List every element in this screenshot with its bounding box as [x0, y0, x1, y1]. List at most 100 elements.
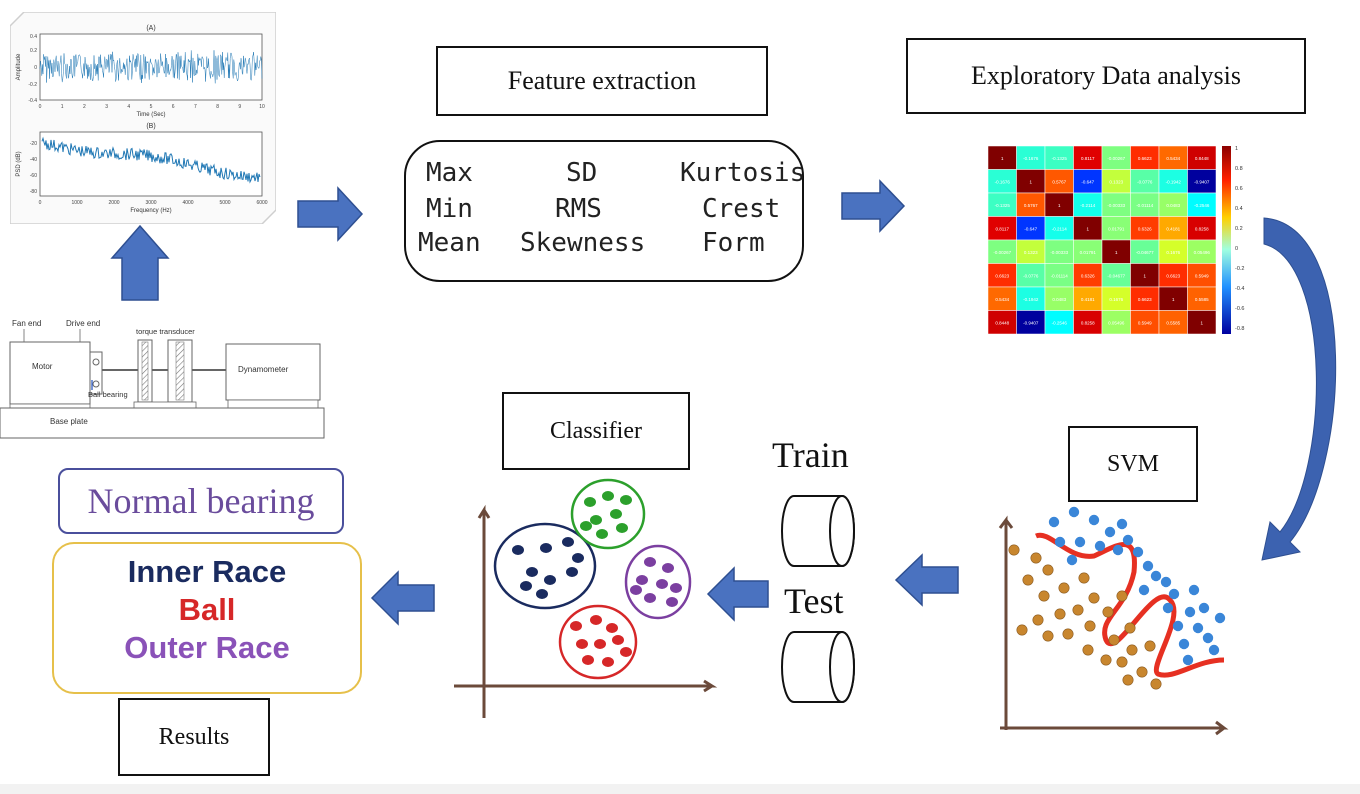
psd-trace — [41, 136, 261, 184]
feature-list-box — [404, 140, 804, 282]
heatmap-cell — [1187, 310, 1217, 335]
feature-form: Form — [702, 228, 765, 258]
cluster-point-purple — [644, 593, 656, 603]
svm-point-blue — [1214, 612, 1226, 624]
svm-point-orange — [1100, 654, 1112, 666]
classifier-title: Classifier — [550, 417, 642, 444]
colorbar-tick: 0 — [1235, 246, 1238, 252]
feature-extraction-label-box: Feature extraction — [436, 46, 768, 116]
svg-text:-40: -40 — [30, 157, 37, 163]
feature-skewness: Skewness — [520, 228, 646, 258]
heatmap-cell-value: -0.2114 — [1080, 203, 1095, 208]
svm-point-orange — [1126, 644, 1138, 656]
cluster-point-green — [596, 529, 608, 539]
train-database-icon — [781, 495, 855, 567]
svm-point-blue — [1132, 546, 1144, 558]
heatmap-cell-value: 1 — [1001, 156, 1004, 161]
top-xtick: 2 — [83, 104, 86, 110]
cluster-point-green — [602, 491, 614, 501]
svm-point-orange — [1032, 614, 1044, 626]
feature-min: Min — [426, 194, 473, 224]
colorbar-tick: 1 — [1235, 146, 1238, 152]
svm-point-orange — [1124, 622, 1136, 634]
dynamometer-label: Dynamometer — [238, 365, 289, 374]
svm-plot — [998, 500, 1234, 736]
top-xtick: 10 — [259, 104, 265, 110]
heatmap-cell-value: 0.5585 — [1195, 297, 1209, 302]
bottom-panel-xlabel: Frequency (Hz) — [130, 208, 171, 214]
svm-point-blue — [1066, 554, 1078, 566]
heatmap-cell-value: 0.1323 — [1109, 179, 1123, 184]
heatmap-cell-value: 0.01791 — [1108, 226, 1125, 231]
fan-end-label: Fan end — [12, 319, 41, 328]
bottom-panel-frame — [39, 131, 263, 197]
heatmap-cell-value: -0.647 — [1081, 179, 1094, 184]
heatmap-cell-value: 0.8117 — [996, 226, 1010, 231]
svm-point-blue — [1048, 516, 1060, 528]
cluster-point-purple — [656, 579, 668, 589]
svg-text:-80: -80 — [30, 189, 37, 195]
cluster-point-navy — [544, 575, 556, 585]
colorbar-tick: 0.6 — [1235, 186, 1243, 192]
inner-race-text: Inner Race — [127, 554, 287, 589]
svm-point-blue — [1122, 534, 1134, 546]
svm-point-orange — [1008, 544, 1020, 556]
colorbar-tick: 0.2 — [1235, 226, 1243, 232]
results-title: Results — [158, 723, 230, 750]
motor-label: Motor — [32, 362, 53, 371]
arrow-left-icon-2 — [706, 566, 769, 622]
svm-point-orange — [1042, 564, 1054, 576]
cluster-point-red — [594, 639, 606, 649]
svm-point-blue — [1162, 602, 1174, 614]
svm-point-orange — [1144, 640, 1156, 652]
top-panel-xlabel: Time (Sec) — [136, 112, 165, 118]
cluster-point-navy — [562, 537, 574, 547]
top-xtick: 1 — [61, 104, 64, 110]
cluster-point-red — [582, 655, 594, 665]
heatmap-cell-value: 0.8258 — [1195, 226, 1209, 231]
test-database-icon — [781, 631, 855, 703]
svm-point-orange — [1084, 620, 1096, 632]
bottom-xtick: 1000 — [71, 200, 82, 206]
svm-label-box: SVM — [1068, 426, 1198, 502]
heatmap-cell-value: 0.01791 — [1080, 250, 1097, 255]
heatmap-cell-value: 0.5949 — [1138, 320, 1152, 325]
svm-point-blue — [1168, 588, 1180, 600]
bottom-panel-title: (B) — [146, 123, 155, 130]
results-label-box: Results — [118, 698, 270, 776]
cluster-point-red — [602, 657, 614, 667]
heatmap-cell-value: 0.5434 — [995, 297, 1009, 302]
svm-point-blue — [1188, 584, 1200, 596]
svm-point-orange — [1136, 666, 1148, 678]
heatmap-cell-value: 0.4181 — [1081, 297, 1095, 302]
svm-point-blue — [1104, 526, 1116, 538]
heatmap-cell-value: 0.05496 — [1194, 250, 1211, 255]
svm-svg — [998, 506, 1229, 736]
svm-point-orange — [1108, 634, 1120, 646]
bottom-xtick: 2000 — [108, 200, 119, 206]
svm-point-blue — [1192, 622, 1204, 634]
bottom-yticks: -20 -40 -60 -80 — [30, 141, 37, 195]
cluster-point-purple — [630, 585, 642, 595]
cluster-green — [570, 478, 646, 550]
base-plate-label: Base plate — [50, 417, 88, 426]
svm-point-orange — [1030, 552, 1042, 564]
classifier-svg — [454, 478, 718, 718]
classifier-plot — [450, 476, 720, 722]
base-plate — [0, 407, 325, 439]
feature-rms: RMS — [555, 194, 602, 224]
svm-point-blue — [1172, 620, 1184, 632]
cluster-point-green — [590, 515, 602, 525]
svm-y-axis — [998, 515, 1014, 730]
heatmap-cell-value: -0.0776 — [1137, 179, 1153, 184]
colorbar-tick: 0.4 — [1235, 206, 1243, 212]
cluster-point-green — [584, 497, 596, 507]
cluster-point-red — [612, 635, 624, 645]
dynamometer-body — [225, 343, 321, 401]
cluster-point-navy — [540, 543, 552, 553]
svm-point-blue — [1178, 638, 1190, 650]
heatmap-cell-value: -0.1325 — [995, 203, 1011, 208]
